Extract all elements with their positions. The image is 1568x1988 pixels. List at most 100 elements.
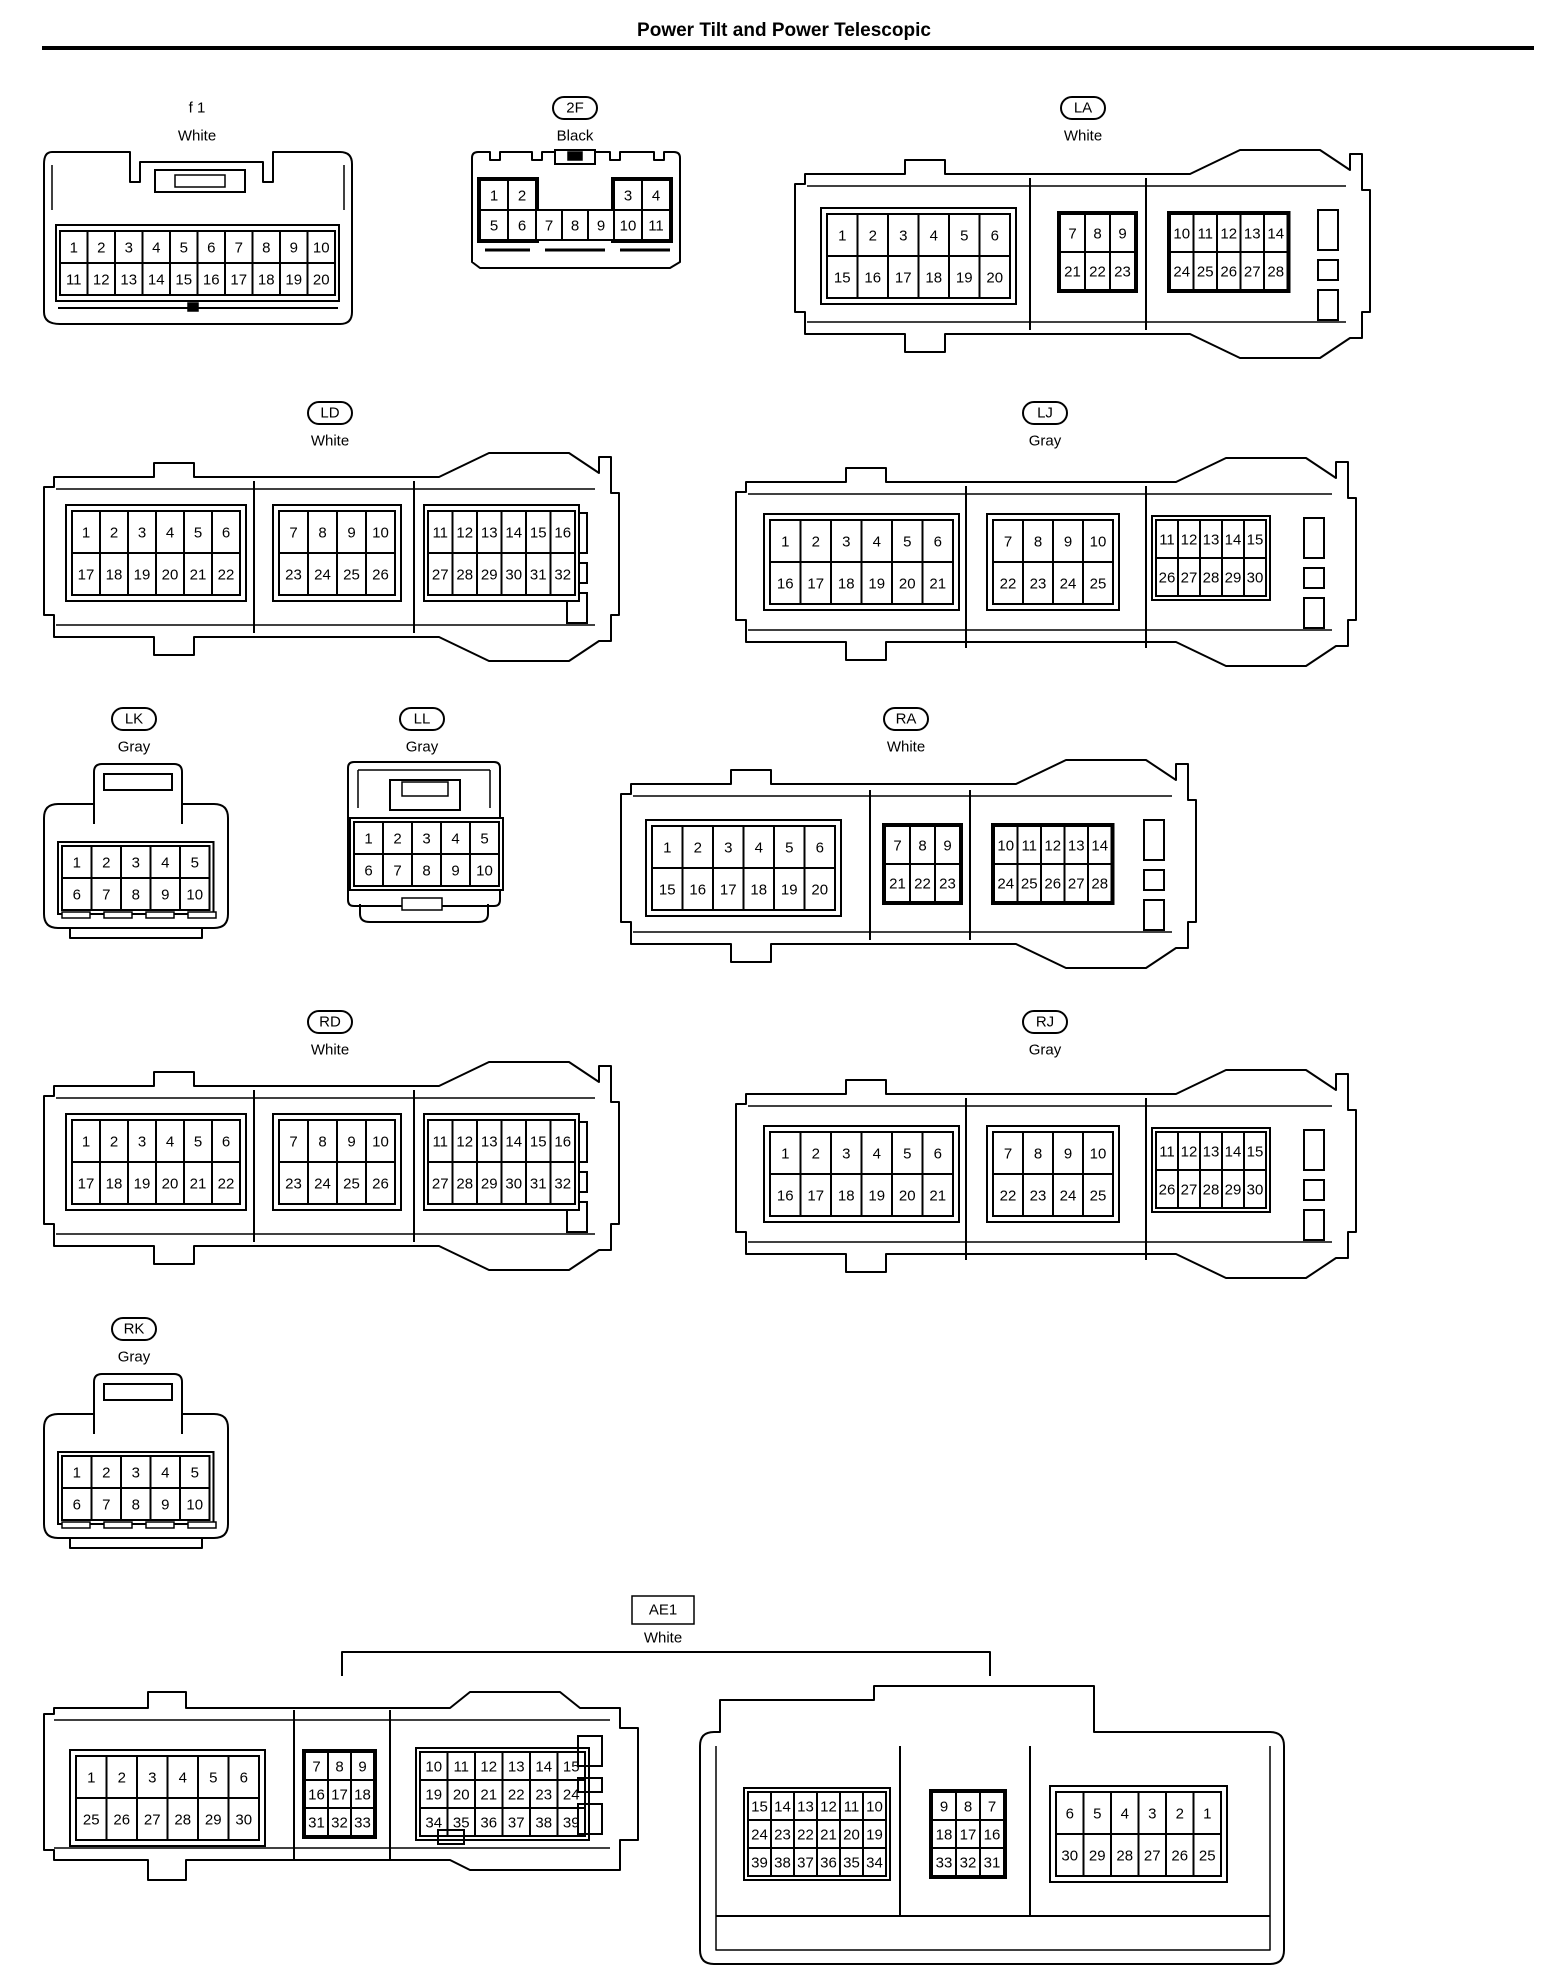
pin-number: 11 bbox=[844, 1799, 860, 1816]
code-badge bbox=[307, 401, 353, 425]
pin-number: 37 bbox=[508, 1815, 525, 1832]
pin-number: 19 bbox=[781, 882, 798, 899]
pin-number: 19 bbox=[868, 576, 885, 593]
pin-number: 38 bbox=[774, 1855, 791, 1872]
title-rule bbox=[42, 46, 1534, 50]
pin-number: 2 bbox=[110, 1134, 118, 1151]
pin-number: 8 bbox=[1034, 534, 1042, 551]
pin-number: 5 bbox=[194, 1134, 202, 1151]
side-slot bbox=[1143, 869, 1165, 891]
pin-number: 12 bbox=[820, 1799, 837, 1816]
pin-number: 1 bbox=[663, 840, 671, 857]
pin-cell bbox=[799, 519, 832, 563]
pin-cell bbox=[1110, 1833, 1140, 1877]
pin-number: 8 bbox=[132, 1497, 140, 1514]
pin-cell bbox=[127, 510, 157, 554]
pin-number: 15 bbox=[563, 1759, 580, 1776]
pin-cell bbox=[350, 1807, 375, 1837]
pin-cell bbox=[529, 1751, 559, 1781]
housing-outline bbox=[43, 452, 620, 662]
pin-cell bbox=[917, 255, 950, 299]
connector-color: Gray bbox=[406, 739, 439, 756]
pin-number: 6 bbox=[240, 1770, 248, 1787]
pin-cell bbox=[529, 1807, 559, 1837]
pin-number: 36 bbox=[480, 1815, 497, 1832]
pin-number: 17 bbox=[807, 576, 824, 593]
pin-number: 32 bbox=[331, 1815, 348, 1832]
pin-number: 5 bbox=[191, 1465, 199, 1482]
pin-cell bbox=[1243, 1169, 1267, 1209]
pin-number: 5 bbox=[490, 218, 498, 235]
pin-number: 9 bbox=[290, 240, 298, 257]
pin-cell bbox=[561, 209, 589, 241]
housing-outline bbox=[93, 804, 183, 824]
pin-cell bbox=[365, 552, 396, 596]
housing-outline bbox=[620, 759, 1197, 969]
pin-number: 9 bbox=[597, 218, 605, 235]
housing-outline bbox=[43, 1691, 639, 1881]
pin-number: 27 bbox=[432, 1176, 449, 1193]
pin-number: 19 bbox=[956, 270, 973, 287]
pin-number: 5 bbox=[903, 534, 911, 551]
pin-number: 9 bbox=[161, 887, 169, 904]
pin-number: 5 bbox=[191, 855, 199, 872]
housing-outline bbox=[965, 486, 1147, 648]
housing-outline bbox=[56, 488, 595, 626]
bottom-rib bbox=[61, 1521, 91, 1529]
pin-number: 21 bbox=[190, 567, 207, 584]
pin-number: 2 bbox=[694, 840, 702, 857]
pin-cell bbox=[149, 845, 181, 879]
pin-number: 10 bbox=[620, 218, 637, 235]
pin-number: 10 bbox=[476, 863, 493, 880]
side-slot bbox=[1317, 209, 1339, 251]
pin-cell bbox=[61, 845, 93, 879]
pin-number: 26 bbox=[1159, 1182, 1176, 1199]
pin-number: 27 bbox=[1244, 264, 1261, 281]
connector-color: White bbox=[311, 1042, 349, 1059]
pin-number: 7 bbox=[988, 1799, 996, 1816]
pin-number: 29 bbox=[481, 567, 498, 584]
pin-cell bbox=[224, 230, 254, 264]
pin-number: 3 bbox=[422, 831, 430, 848]
pin-number: 7 bbox=[312, 1759, 320, 1776]
pin-number: 6 bbox=[73, 1497, 81, 1514]
side-slot bbox=[1303, 567, 1325, 589]
pin-number: 26 bbox=[1044, 876, 1061, 893]
connector-color: White bbox=[178, 128, 216, 145]
pin-number: 23 bbox=[1114, 264, 1131, 281]
pin-cell bbox=[955, 1847, 981, 1877]
pin-cell bbox=[99, 510, 129, 554]
pin-number: 12 bbox=[93, 272, 110, 289]
pin-number: 7 bbox=[102, 1497, 110, 1514]
pin-number: 3 bbox=[899, 228, 907, 245]
pin-number: 7 bbox=[102, 887, 110, 904]
pin-number: 6 bbox=[934, 534, 942, 551]
pin-number: 4 bbox=[755, 840, 763, 857]
housing-outline bbox=[293, 1710, 391, 1860]
pin-cell bbox=[862, 1847, 887, 1877]
pin-number: 18 bbox=[750, 882, 767, 899]
connector-code: f 1 bbox=[189, 100, 206, 117]
pin-number: 11 bbox=[66, 272, 82, 289]
pin-number: 28 bbox=[456, 1176, 473, 1193]
pin-cell bbox=[179, 1487, 211, 1521]
pin-cell bbox=[921, 1173, 954, 1217]
pin-number: 31 bbox=[308, 1815, 325, 1832]
pin-number: 8 bbox=[262, 240, 270, 257]
pin-number: 24 bbox=[314, 567, 331, 584]
ae1-bracket bbox=[341, 1651, 991, 1676]
side-slot bbox=[1303, 517, 1325, 559]
pin-cell bbox=[1022, 1131, 1054, 1175]
pin-number: 20 bbox=[313, 272, 330, 289]
pin-cell bbox=[799, 1173, 832, 1217]
pin-cell bbox=[979, 1791, 1005, 1821]
pin-number: 24 bbox=[1060, 576, 1077, 593]
pin-cell bbox=[1022, 1173, 1054, 1217]
pin-cell bbox=[803, 825, 836, 869]
pin-number: 39 bbox=[563, 1815, 580, 1832]
pin-cell bbox=[525, 1119, 552, 1163]
